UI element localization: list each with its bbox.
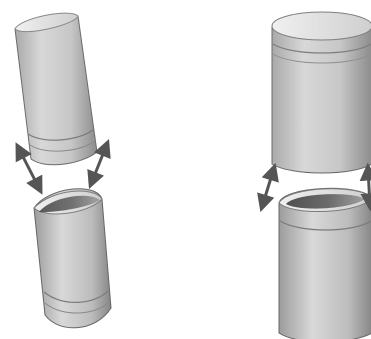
- lower-pipe-section: [34, 189, 111, 328]
- upper-pipe-section: [272, 12, 371, 173]
- right-double-arrow-icon: [368, 168, 370, 206]
- straight-pipe-panel: [262, 12, 371, 339]
- upper-pipe-section: [15, 13, 97, 165]
- lower-pipe-section: [279, 188, 371, 339]
- left-double-arrow-icon: [262, 168, 274, 207]
- angled-pipe-panel: [15, 13, 111, 328]
